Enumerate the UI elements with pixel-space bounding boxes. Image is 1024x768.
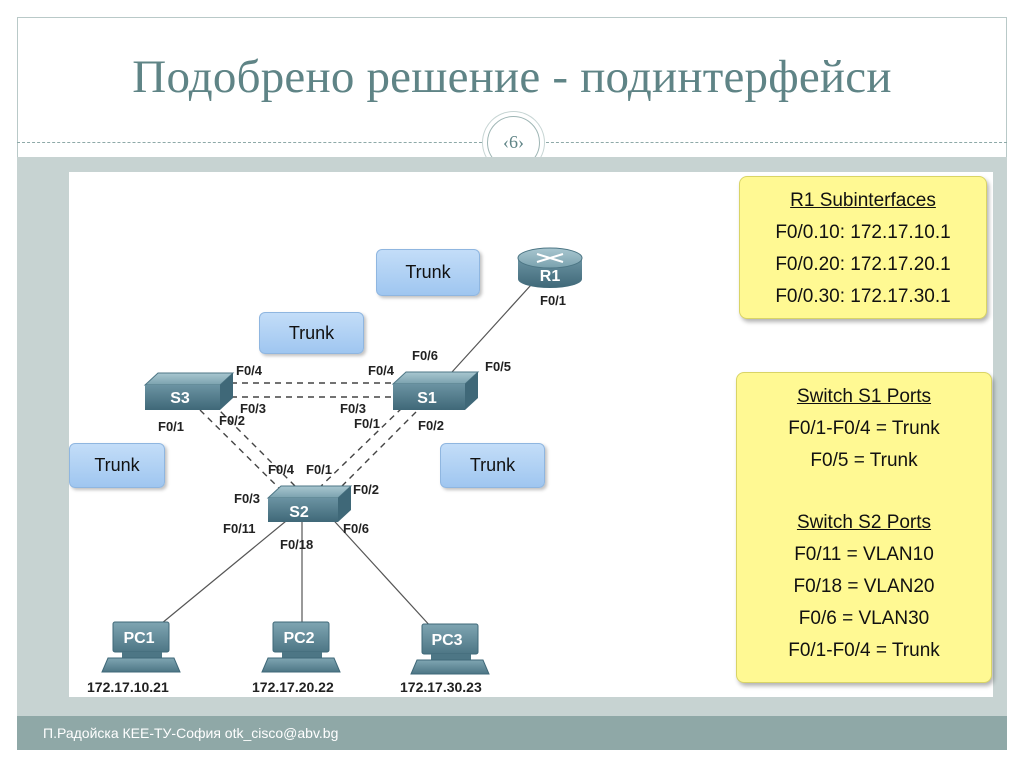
s2-ports-heading: Switch S2 Ports — [796, 512, 932, 533]
r1-box-heading: R1 Subinterfaces — [790, 190, 936, 211]
trunk-tag-s1-s2: Trunk — [440, 443, 545, 488]
pc2-ip: 172.17.20.22 — [252, 679, 334, 695]
port-s1-f06: F0/6 — [412, 348, 438, 363]
s2-ports-line: F0/1-F0/4 = Trunk — [788, 640, 940, 661]
r1-box-line: F0/0.10: 172.17.10.1 — [775, 222, 951, 243]
link-s3-s2-f02 — [212, 403, 296, 487]
s1-ports-heading: Switch S1 Ports — [796, 386, 932, 407]
r1-subinterfaces-box: R1 Subinterfaces F0/0.10: 172.17.10.1 F0… — [739, 176, 987, 319]
title-divider-right — [541, 142, 1007, 143]
port-s2-f18: F0/18 — [280, 537, 313, 552]
switch-s3-icon: S3 — [143, 372, 235, 410]
s2-ports-line: F0/6 = VLAN30 — [798, 608, 930, 629]
pc3-ip: 172.17.30.23 — [400, 679, 482, 695]
pc3-label: PC3 — [431, 632, 462, 649]
port-s2-f04: F0/4 — [268, 462, 295, 477]
s1-ports-line: F0/1-F0/4 = Trunk — [788, 418, 940, 439]
footer-text: П.Радойска КЕЕ-ТУ-София otk_cisco@abv.bg — [43, 725, 339, 741]
switch-s2-label: S2 — [289, 504, 309, 521]
link-s1-s2-f01 — [318, 407, 403, 489]
router-r1-icon: R1 — [517, 247, 583, 288]
pc1-label: PC1 — [123, 630, 154, 647]
port-s1-f01: F0/1 — [354, 416, 380, 431]
s1-ports-line: F0/5 = Trunk — [810, 450, 918, 471]
port-s1-f05: F0/5 — [485, 359, 511, 374]
router-r1-label: R1 — [540, 268, 561, 285]
link-s2-pc1 — [155, 511, 298, 629]
port-s3-f01: F0/1 — [158, 419, 184, 434]
switch-s1-label: S1 — [417, 390, 437, 407]
port-s2-f03: F0/3 — [234, 491, 260, 506]
trunk-tag-r1-s1: Trunk — [376, 249, 480, 296]
port-s1-f04: F0/4 — [368, 363, 395, 378]
port-s3-f04: F0/4 — [236, 363, 263, 378]
s2-ports-line: F0/11 = VLAN10 — [794, 544, 934, 565]
pc2-icon: PC2 — [261, 621, 341, 673]
link-r1-s1 — [451, 284, 532, 373]
pc1-icon: PC1 — [101, 621, 181, 673]
pc2-label: PC2 — [283, 630, 314, 647]
port-s2-f11: F0/11 — [223, 521, 256, 536]
switch-s3-label: S3 — [170, 390, 190, 407]
port-r1-f01: F0/1 — [540, 293, 566, 308]
port-s2-f01: F0/1 — [306, 462, 332, 477]
title-divider-left — [17, 142, 487, 143]
switch-s2-icon: S2 — [266, 485, 353, 522]
port-s2-f06: F0/6 — [343, 521, 369, 536]
s2-ports-line: F0/18 = VLAN20 — [793, 576, 935, 597]
trunk-tag-s3-s1: Trunk — [259, 312, 364, 354]
links — [155, 284, 532, 629]
port-s1-f02: F0/2 — [418, 418, 444, 433]
footer-bar: П.Радойска КЕЕ-ТУ-София otk_cisco@abv.bg — [17, 716, 1007, 750]
r1-box-line: F0/0.20: 172.17.20.1 — [775, 254, 951, 275]
link-s1-s2-f02 — [333, 411, 417, 495]
switch-ports-box: Switch S1 Ports F0/1-F0/4 = Trunk F0/5 =… — [736, 372, 992, 683]
slide-title: Подобрено решение - подинтерфейси — [132, 51, 892, 103]
pc3-icon: PC3 — [410, 623, 490, 675]
trunk-tag-s3-s2: Trunk — [69, 443, 165, 488]
link-s3-s2-f01 — [199, 409, 286, 495]
port-s2-f02: F0/2 — [353, 482, 379, 497]
pc1-ip: 172.17.10.21 — [87, 679, 169, 695]
port-s3-f02: F0/2 — [219, 413, 245, 428]
r1-box-line: F0/0.30: 172.17.30.1 — [775, 286, 951, 307]
port-s1-f03: F0/3 — [340, 401, 366, 416]
switch-s1-icon: S1 — [391, 371, 480, 410]
link-s2-pc3 — [325, 511, 433, 629]
port-s3-f03: F0/3 — [240, 401, 266, 416]
trunk-links — [199, 382, 417, 495]
